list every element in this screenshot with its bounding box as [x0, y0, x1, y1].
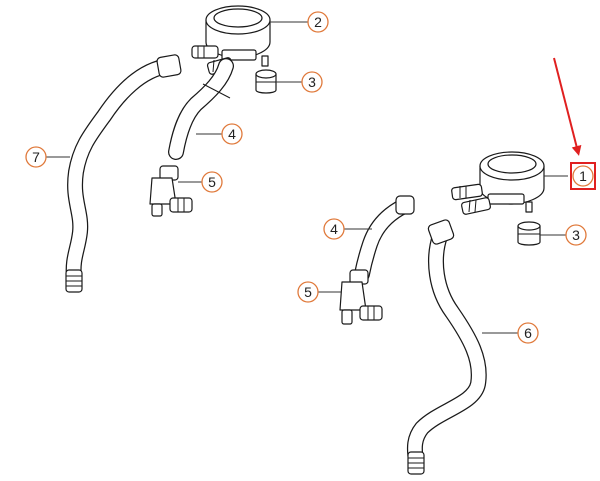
- left-hose-7: [65, 54, 182, 293]
- callout-left-3: 3: [301, 71, 323, 93]
- callout-right-3: 3: [565, 224, 587, 246]
- left-valve-2: [191, 5, 271, 75]
- right-valve-1: [451, 151, 545, 215]
- left-cap-3: [255, 69, 277, 94]
- callout-right-6: 6: [517, 322, 539, 344]
- right-connector-5: [339, 269, 383, 325]
- callout-right-5: 5: [297, 281, 319, 303]
- svg-text:3: 3: [308, 74, 316, 90]
- svg-text:1: 1: [579, 168, 587, 184]
- svg-text:5: 5: [208, 174, 216, 190]
- callout-left-5: 5: [201, 171, 223, 193]
- callout-left-2: 2: [307, 11, 329, 33]
- svg-text:5: 5: [304, 284, 312, 300]
- right-assembly: [339, 151, 545, 475]
- svg-text:4: 4: [228, 126, 236, 142]
- right-hose-6: [406, 219, 487, 475]
- callout-left-4: 4: [221, 123, 243, 145]
- callout-right-1: 1: [570, 162, 596, 190]
- svg-text:3: 3: [572, 227, 580, 243]
- left-assembly: [65, 5, 277, 293]
- right-hose-4: [354, 195, 415, 282]
- svg-text:4: 4: [330, 221, 338, 237]
- leader-lines: [46, 21, 568, 334]
- callout-right-4: 4: [323, 218, 345, 240]
- left-hose-4: [168, 58, 234, 160]
- right-cap-3: [517, 221, 541, 246]
- highlight-box: [570, 162, 596, 190]
- svg-text:7: 7: [32, 149, 40, 165]
- svg-text:2: 2: [314, 14, 322, 30]
- highlight-arrow: [553, 57, 582, 156]
- svg-text:6: 6: [524, 325, 532, 341]
- callout-left-7: 7: [25, 146, 47, 168]
- left-connector-5: [149, 165, 193, 217]
